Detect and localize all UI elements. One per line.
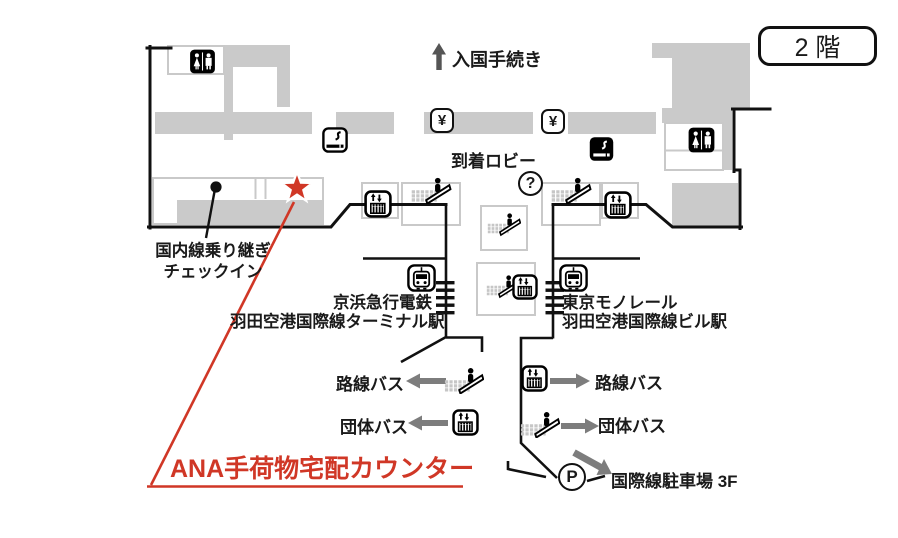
immigration-label: 入国手続き [452, 50, 542, 70]
information-icon: ? [518, 171, 543, 196]
domestic-transfer-line1: 国内線乗り継ぎ [155, 242, 271, 260]
monorail-line1: 東京モノレール [562, 294, 678, 312]
immigration-arrow [432, 43, 446, 70]
route-bus-left-label: 路線バス [336, 375, 404, 394]
escalator-icon [444, 367, 484, 394]
route-bus-right-label: 路線バス [595, 374, 663, 393]
keikyu-line2: 羽田空港国際線ターミナル駅 [230, 313, 445, 331]
parking-arrow [572, 449, 612, 475]
currency-exchange-icon: ¥ [541, 109, 565, 134]
elevator-icon [512, 274, 538, 300]
elevator-icon [604, 191, 632, 219]
gray-areas [155, 43, 750, 226]
stairs-right [545, 281, 564, 315]
escalator-icon [487, 210, 521, 238]
elevator-icon [452, 409, 479, 436]
group-bus-left-label: 団体バス [340, 418, 408, 437]
escalator-icon [410, 177, 452, 204]
escalator-icon [550, 177, 592, 204]
monorail-station-label: 東京モノレール 羽田空港国際線ビル駅 [562, 294, 727, 332]
elevator-icon [521, 365, 548, 392]
domestic-transfer-label: 国内線乗り継ぎ チェックイン [146, 241, 280, 283]
train-station-icon [559, 264, 588, 292]
currency-exchange-icon: ¥ [430, 108, 454, 133]
floor-badge: 2 階 [758, 26, 877, 66]
restroom-icon [189, 49, 216, 74]
ana-counter-pointer [147, 201, 463, 488]
arrival-lobby-label: 到着ロビー [451, 152, 536, 171]
keikyu-station-label: 京浜急行電鉄 羽田空港国際線ターミナル駅 [230, 294, 445, 332]
restroom-icon [688, 127, 715, 153]
walls [145, 45, 772, 230]
monorail-line2: 羽田空港国際線ビル駅 [562, 313, 727, 331]
parking-garage-label: 国際線駐車場 3F [611, 472, 738, 491]
escalator-icon [520, 411, 560, 438]
stairs-left [436, 281, 455, 315]
elevator-icon [364, 190, 392, 218]
smoking-area-icon [322, 127, 348, 153]
bus-arrows [406, 373, 599, 434]
train-station-icon [407, 264, 436, 292]
keikyu-line1: 京浜急行電鉄 [333, 294, 432, 312]
ana-baggage-counter-label: ANA手荷物宅配カウンター [170, 455, 475, 483]
corridor-walls [363, 204, 640, 483]
parking-icon: P [558, 463, 586, 491]
group-bus-right-label: 団体バス [598, 417, 666, 436]
domestic-transfer-line2: チェックイン [163, 263, 263, 281]
smoking-room-icon [589, 136, 614, 162]
domestic-transfer-pointer [204, 181, 222, 239]
ana-counter-star-marker [278, 168, 316, 204]
